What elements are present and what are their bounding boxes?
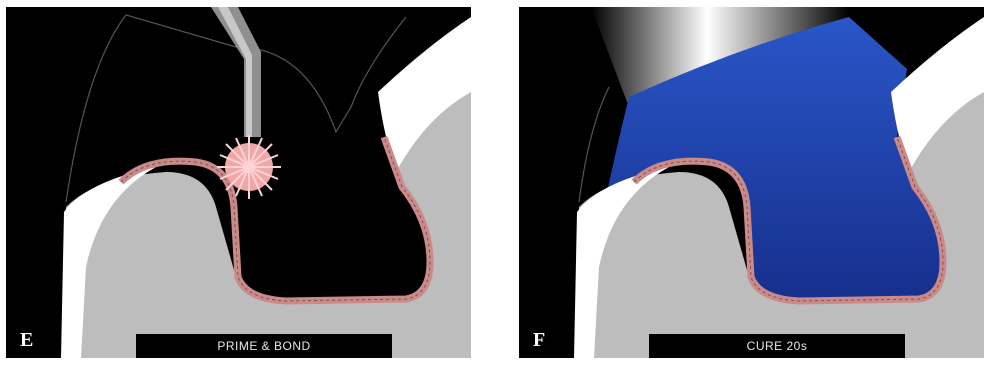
prime-bond-illustration [6, 7, 471, 358]
panel-cure: F CURE 20s [519, 7, 984, 358]
cure-illustration [519, 7, 984, 358]
tooth-outline [579, 87, 609, 202]
panel-letter: E [20, 329, 33, 352]
panel-caption: PRIME & BOND [136, 334, 392, 358]
panel-prime-and-bond: E PRIME & BOND [6, 7, 471, 358]
panel-letter: F [533, 329, 545, 352]
brush-tip-icon [217, 135, 281, 199]
panel-caption: CURE 20s [649, 334, 905, 358]
